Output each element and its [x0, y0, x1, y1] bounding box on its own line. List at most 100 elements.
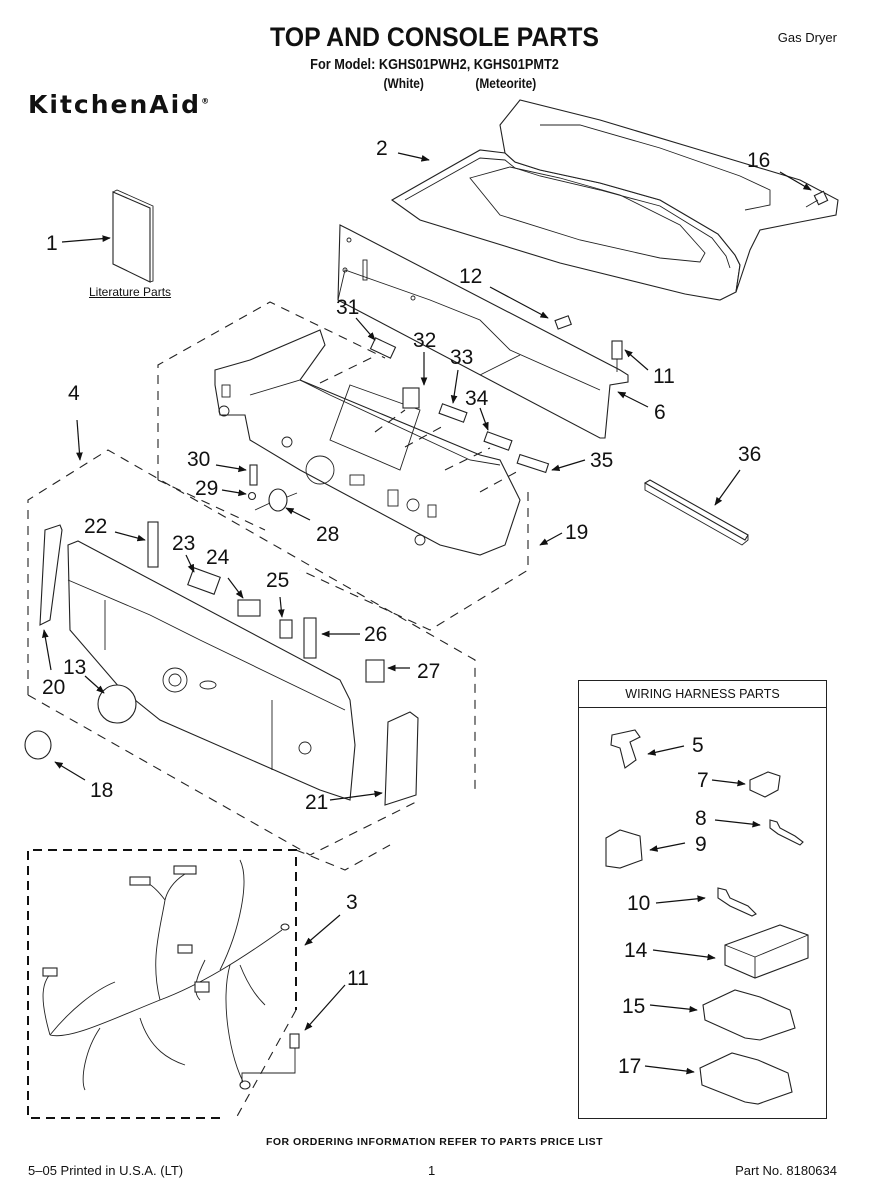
callout-31: 31	[336, 296, 360, 319]
callout-17: 17	[618, 1055, 642, 1078]
callout-9: 9	[695, 833, 707, 856]
console-bar	[643, 469, 749, 546]
screw-12	[489, 286, 572, 330]
arrow-23	[185, 554, 195, 573]
terminal-8	[769, 819, 804, 846]
variant-meteorite: (Meteorite)	[475, 75, 537, 91]
brand-name: KitchenAid	[28, 90, 202, 119]
switch-parts	[215, 464, 311, 521]
arrow-7	[711, 779, 746, 787]
arrow-6	[617, 391, 649, 408]
callout-11-bottom: 11	[347, 967, 369, 990]
callout-2: 2	[376, 137, 388, 160]
arrow-28	[285, 507, 311, 521]
arrow-15	[649, 1004, 698, 1013]
arrow-18	[54, 761, 86, 781]
callout-19: 19	[565, 521, 589, 544]
callout-12: 12	[459, 265, 483, 288]
brand-logo: KitchenAid®	[28, 90, 209, 119]
arrow-10	[655, 895, 706, 904]
console-assembly	[24, 419, 476, 856]
callout-35: 35	[590, 449, 614, 472]
callout-25: 25	[266, 569, 290, 592]
arrow-11-top	[624, 349, 649, 371]
callout-23: 23	[172, 532, 196, 555]
connector-7	[749, 771, 781, 798]
callout-4: 4	[68, 382, 80, 405]
callout-10: 10	[627, 892, 651, 915]
wiring-harness	[27, 844, 391, 1121]
screw-11-bottom	[241, 984, 346, 1083]
ordering-info: FOR ORDERING INFORMATION REFER TO PARTS …	[265, 1136, 604, 1148]
variant-white: (White)	[383, 75, 424, 91]
arrow-29	[221, 489, 247, 497]
arrow-16	[779, 171, 812, 191]
callout-3: 3	[346, 891, 358, 914]
housing-15	[702, 989, 796, 1041]
screw-16	[779, 171, 829, 208]
print-info: 5–05 Printed in U.S.A. (LT)	[28, 1163, 184, 1178]
arrow-8	[714, 819, 761, 828]
arrow-25	[277, 596, 285, 618]
terminal-10	[717, 887, 757, 917]
callout-33: 33	[450, 346, 474, 369]
arrow-36	[714, 469, 741, 506]
arrow-17	[644, 1065, 695, 1075]
arrow-4	[76, 419, 83, 461]
harness-parts-drawings	[605, 729, 809, 1105]
callout-28: 28	[316, 523, 340, 546]
arrow-19	[539, 532, 563, 546]
control-board-assembly	[157, 301, 563, 631]
arrow-34	[479, 407, 489, 431]
arrow-24	[227, 577, 244, 599]
callout-32: 32	[413, 329, 437, 352]
connector-9	[605, 829, 643, 869]
callout-11-top: 11	[653, 365, 675, 388]
screw-11-top	[611, 340, 649, 372]
callout-14: 14	[624, 939, 648, 962]
literature-parts-label: Literature Parts	[89, 285, 172, 299]
page-title: TOP AND CONSOLE PARTS	[270, 22, 599, 52]
arrow-21	[329, 790, 383, 801]
wiring-harness-heading: WIRING HARNESS PARTS	[579, 681, 826, 708]
arrow-2	[397, 152, 430, 162]
arrow-33	[450, 369, 459, 404]
arrow-12	[489, 286, 549, 319]
part-number: Part No. 8180634	[735, 1163, 837, 1178]
arrow-1	[61, 235, 111, 243]
callout-21: 21	[305, 791, 329, 814]
callout-13: 13	[63, 656, 87, 679]
callout-6: 6	[654, 401, 666, 424]
arrow-35	[551, 459, 586, 472]
registered-mark: ®	[201, 96, 210, 106]
arrow-31	[355, 317, 376, 341]
arrow-3	[304, 914, 341, 946]
arrow-5	[647, 745, 685, 756]
callout-22: 22	[84, 515, 108, 538]
arrow-22	[114, 531, 146, 542]
page-number: 1	[428, 1163, 436, 1178]
small-parts	[319, 317, 586, 493]
callout-34: 34	[465, 387, 489, 410]
callout-18: 18	[90, 779, 114, 802]
arrow-11-bottom	[304, 984, 346, 1031]
callout-30: 30	[187, 448, 211, 471]
arrow-20	[41, 629, 52, 671]
arrow-13	[84, 675, 105, 694]
top-panel	[390, 99, 839, 301]
literature-booklet	[61, 189, 154, 283]
housing-14	[724, 924, 809, 979]
callout-26: 26	[364, 623, 388, 646]
callout-29: 29	[195, 477, 219, 500]
clip-5	[610, 729, 641, 769]
callout-16: 16	[747, 149, 771, 172]
callout-27: 27	[417, 660, 441, 683]
callout-15: 15	[622, 995, 646, 1018]
arrow-30	[215, 464, 247, 473]
arrow-9	[649, 842, 686, 852]
callout-20: 20	[42, 676, 66, 699]
callout-36: 36	[738, 443, 762, 466]
model-line: For Model: KGHS01PWH2, KGHS01PMT2	[310, 56, 559, 73]
callout-7: 7	[697, 769, 709, 792]
